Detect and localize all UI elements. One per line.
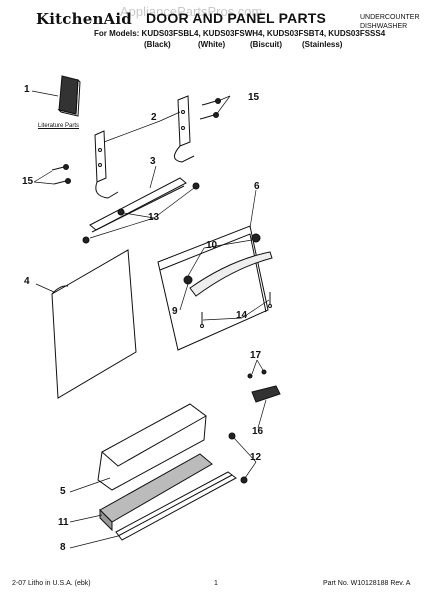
part-screws-17	[247, 369, 267, 379]
part-trim-bracket-16	[251, 385, 281, 403]
variant-black: (Black)	[144, 40, 171, 49]
callout-6: 6	[254, 181, 260, 192]
product-line-2: DISHWASHER	[360, 23, 408, 30]
part-screws-15-right	[199, 98, 221, 120]
part-screws-13	[82, 208, 125, 244]
part-studs-14	[200, 292, 272, 328]
variant-white: (White)	[198, 40, 226, 49]
leader-lines	[31, 90, 270, 549]
part-toe-panel-bracket	[97, 403, 236, 491]
part-screws-15-left	[51, 164, 71, 185]
callout-15-left: 15	[22, 176, 34, 187]
footer-litho: 2-07 Litho in U.S.A. (ebk)	[12, 580, 91, 587]
variant-biscuit: (Biscuit)	[250, 40, 282, 49]
part-inner-panel	[51, 249, 137, 399]
callout-16: 16	[252, 426, 264, 437]
product-type: UNDERCOUNTER DISHWASHER	[360, 13, 420, 31]
callout-8: 8	[60, 542, 66, 553]
page-header: AppliancePartsPros.com KitchenAid DOOR A…	[0, 0, 435, 60]
part-mounting-rail	[89, 177, 200, 233]
variant-stainless: (Stainless)	[302, 40, 343, 49]
callout-14: 14	[236, 310, 248, 321]
page-title: DOOR AND PANEL PARTS	[146, 10, 327, 26]
callout-4: 4	[24, 276, 30, 287]
footer-part-number: Part No. W10128188 Rev. A	[323, 580, 411, 587]
callout-9: 9	[172, 306, 178, 317]
callout-12: 12	[250, 452, 262, 463]
callout-15-right: 15	[248, 92, 260, 103]
callout-13: 13	[148, 212, 160, 223]
callout-2: 2	[151, 112, 157, 123]
brand-logo: KitchenAid	[36, 10, 132, 28]
part-literature-booklet	[57, 75, 81, 117]
callout-11: 11	[58, 517, 69, 528]
product-line-1: UNDERCOUNTER	[360, 14, 420, 21]
part-right-hinge-bracket	[174, 95, 195, 163]
callout-17: 17	[250, 350, 262, 361]
models-label: For Models: KUDS03FSBL4, KUDS03FSWH4, KU…	[94, 29, 386, 38]
callout-1: 1	[24, 84, 30, 95]
footer-page-number: 1	[214, 580, 218, 587]
literature-parts-label: Literature Parts	[38, 123, 80, 129]
callout-5: 5	[60, 486, 66, 497]
part-insulation-strip	[99, 453, 213, 532]
callout-3: 3	[150, 156, 156, 167]
part-door-handle	[183, 233, 273, 297]
part-screw-12	[240, 476, 248, 484]
watermark: AppliancePartsPros.com	[120, 4, 263, 19]
callout-10: 10	[206, 240, 218, 251]
part-left-hinge-bracket	[94, 130, 119, 199]
part-outer-door-panel	[157, 225, 269, 351]
part-kick-plate	[115, 471, 237, 541]
